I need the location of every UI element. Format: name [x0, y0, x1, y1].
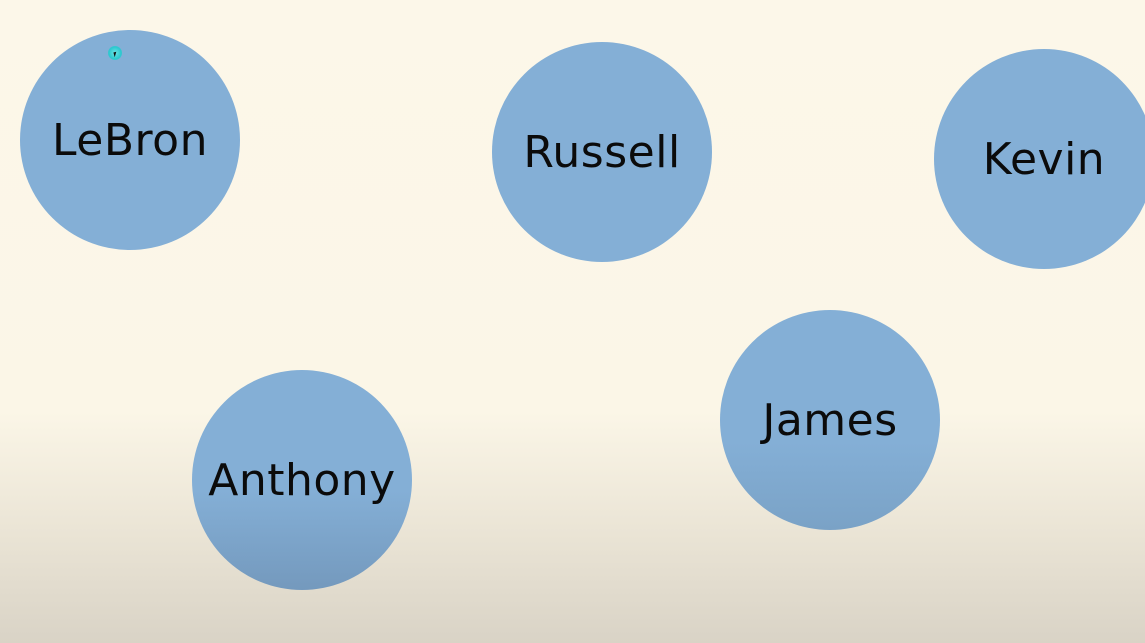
- node-label: James: [762, 394, 898, 446]
- node-kevin: Kevin: [934, 49, 1145, 269]
- node-lebron: LeBron: [20, 30, 240, 250]
- node-label: Kevin: [982, 133, 1106, 185]
- node-james: James: [720, 310, 940, 530]
- node-label: Anthony: [208, 454, 396, 506]
- node-label: Russell: [523, 126, 681, 178]
- node-russell: Russell: [492, 42, 712, 262]
- node-label: LeBron: [52, 114, 208, 166]
- node-anthony: Anthony: [192, 370, 412, 590]
- pointer-cursor-icon: [108, 46, 122, 60]
